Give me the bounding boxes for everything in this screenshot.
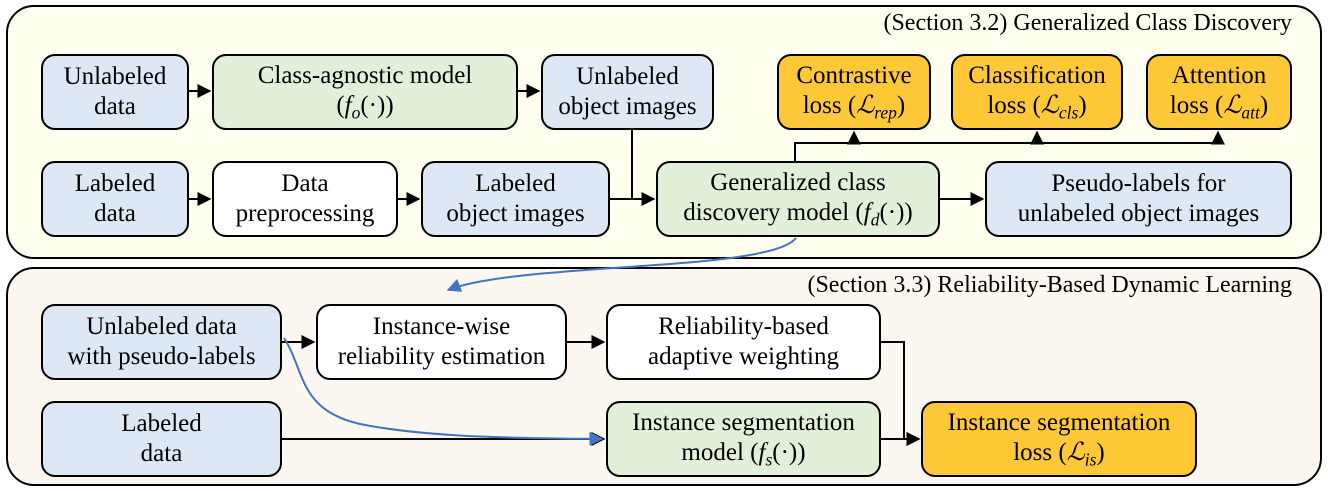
labeled-object-images-node: Labeled object images — [421, 161, 610, 237]
instance-segmentation-model-node: Instance segmentation model (fs(·)) — [606, 401, 881, 477]
formula-prefix: loss ( — [987, 91, 1041, 119]
node-formula-line: loss (ℒatt) — [1170, 91, 1268, 123]
loss-symbol: ℒ — [1040, 91, 1059, 119]
node-label-line: Reliability-based — [658, 313, 829, 340]
formula-suffix: ) — [896, 91, 906, 119]
node-formula-line: loss (ℒcls) — [987, 91, 1086, 123]
node-label-line: Instance segmentation — [947, 408, 1171, 436]
formula-prefix: model ( — [681, 438, 759, 466]
formula-suffix: ) — [1078, 91, 1087, 119]
function-args: (·)) — [772, 438, 806, 466]
loss-subscript: is — [1084, 449, 1097, 470]
node-label-line: Unlabeled data — [86, 313, 237, 340]
function-symbol: f — [863, 198, 871, 226]
unlabeled-data-node: Unlabeled data — [41, 54, 189, 130]
node-label-line: with pseudo-labels — [67, 343, 256, 370]
node-label-line: object images — [446, 200, 585, 227]
node-label-line: Class-agnostic model — [257, 61, 473, 89]
rbdl-section-title: (Section 3.3) Reliability-Based Dynamic … — [807, 272, 1292, 298]
unlabeled-data-with-pseudo-labels-node: Unlabeled data with pseudo-labels — [41, 304, 282, 380]
formula-prefix: discovery model ( — [683, 198, 864, 226]
loss-symbol: ℒ — [856, 91, 875, 119]
node-label-line: Attention — [1171, 61, 1267, 89]
node-label-line: Instance segmentation — [632, 408, 855, 436]
labeled-data-node: Labeled data — [41, 161, 189, 237]
loss-subscript: rep — [874, 102, 897, 123]
node-label-line: Pseudo-labels for — [1051, 170, 1226, 197]
pseudo-labels-node: Pseudo-labels for unlabeled object image… — [985, 161, 1292, 237]
reliability-adaptive-weighting-node: Reliability-based adaptive weighting — [606, 304, 881, 380]
node-formula-line: (fo(·)) — [336, 91, 394, 123]
node-label-line: Data — [281, 170, 329, 197]
node-label-line: Generalized class — [710, 168, 886, 196]
loss-subscript: att — [1241, 102, 1260, 123]
function-args: (·)) — [879, 198, 913, 226]
node-label-line: Instance-wise — [372, 313, 511, 340]
formula-suffix: ) — [1096, 438, 1105, 466]
unlabeled-object-images-node: Unlabeled object images — [541, 54, 714, 130]
node-label-line: Labeled — [74, 170, 156, 197]
node-label-line: data — [94, 93, 136, 120]
node-label-line: Labeled — [121, 410, 202, 437]
function-subscript: s — [765, 449, 773, 470]
formula-prefix: loss ( — [802, 91, 857, 119]
instance-reliability-estimation-node: Instance-wise reliability estimation — [316, 304, 567, 380]
node-label-line: unlabeled object images — [1017, 200, 1260, 227]
instance-segmentation-loss-node: Instance segmentation loss (ℒis) — [921, 401, 1197, 477]
gcd-section-title: (Section 3.2) Generalized Class Discover… — [883, 10, 1292, 36]
node-label-line: data — [94, 200, 136, 227]
node-formula-line: discovery model (fd(·)) — [683, 198, 913, 230]
formula-prefix: loss ( — [1169, 91, 1224, 119]
node-formula-line: model (fs(·)) — [681, 438, 805, 470]
node-label-line: Contrastive — [796, 61, 912, 89]
function-subscript: o — [351, 102, 361, 123]
node-label-line: Labeled — [475, 170, 556, 197]
loss-symbol: ℒ — [1223, 91, 1242, 119]
node-label-line: object images — [558, 93, 697, 120]
node-label-line: adaptive weighting — [648, 343, 839, 370]
node-formula-line: loss (ℒis) — [1013, 438, 1105, 470]
formula-prefix: loss ( — [1013, 438, 1067, 466]
node-label-line: reliability estimation — [337, 343, 546, 370]
node-formula-line: loss (ℒrep) — [803, 91, 906, 123]
function-symbol: f — [758, 438, 766, 466]
loss-symbol: ℒ — [1066, 438, 1085, 466]
data-preprocessing-node: Data preprocessing — [212, 161, 398, 237]
generalized-class-discovery-model-node: Generalized class discovery model (fd(·)… — [656, 161, 940, 237]
node-label-line: preprocessing — [235, 200, 375, 227]
labeled-data-bottom-node: Labeled data — [41, 401, 282, 477]
node-label-line: data — [140, 440, 183, 467]
formula-suffix: ) — [1259, 91, 1269, 119]
function-subscript: d — [870, 209, 880, 230]
node-label-line: Classification — [968, 61, 1106, 89]
function-args: (·)) — [360, 91, 394, 119]
classification-loss-node: Classification loss (ℒcls) — [951, 54, 1123, 130]
node-label-line: Unlabeled — [576, 63, 679, 90]
class-agnostic-model-node: Class-agnostic model (fo(·)) — [212, 54, 518, 130]
loss-subscript: cls — [1058, 102, 1079, 123]
node-label-line: Unlabeled — [63, 63, 167, 90]
contrastive-loss-node: Contrastive loss (ℒrep) — [777, 54, 931, 130]
function-symbol: f — [344, 91, 352, 119]
attention-loss-node: Attention loss (ℒatt) — [1146, 54, 1292, 130]
